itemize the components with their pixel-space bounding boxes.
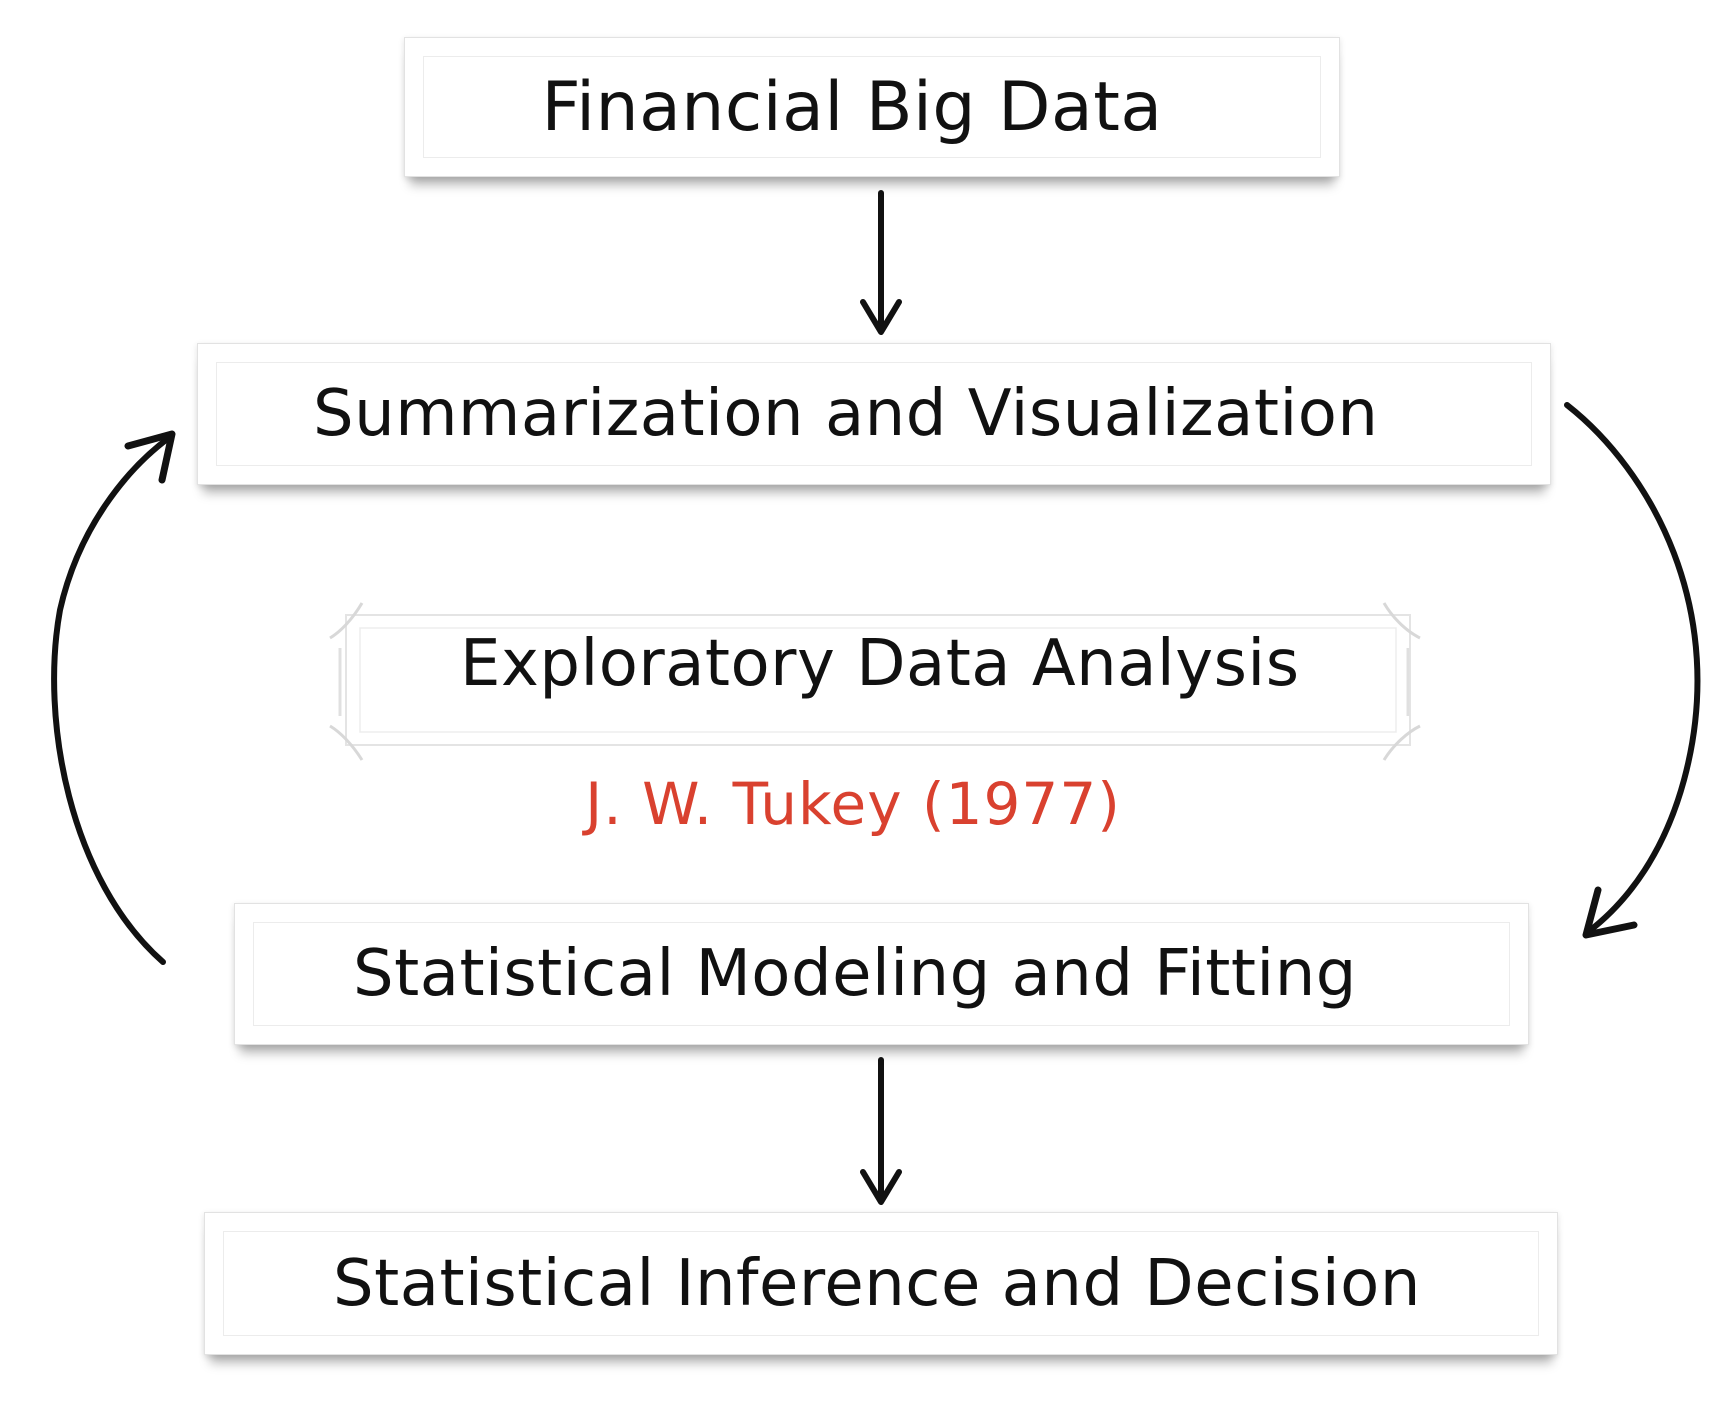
financial-big-data-box: Financial Big Data xyxy=(404,37,1340,177)
financial-big-data-label: Financial Big Data xyxy=(541,67,1163,147)
arrow-financial-to-summarization xyxy=(860,190,902,335)
box-inner-border xyxy=(423,56,1321,158)
box-inner-border xyxy=(216,362,1532,466)
box-inner-border xyxy=(253,922,1510,1026)
arrow-summarization-to-modeling xyxy=(1564,402,1701,939)
modeling-label: Statistical Modeling and Fitting xyxy=(353,937,1357,1011)
inference-label: Statistical Inference and Decision xyxy=(333,1246,1421,1321)
citation-label: J. W. Tukey (1977) xyxy=(585,770,1121,838)
eda-label: Exploratory Data Analysis xyxy=(460,627,1300,701)
box-inner-border xyxy=(223,1231,1539,1336)
summarization-label: Summarization and Visualization xyxy=(313,377,1379,451)
modeling-box: Statistical Modeling and Fitting xyxy=(234,903,1529,1045)
summarization-box: Summarization and Visualization xyxy=(197,343,1551,485)
inference-box: Statistical Inference and Decision xyxy=(204,1212,1558,1355)
arrow-modeling-to-summarization xyxy=(51,430,176,965)
arrow-modeling-to-inference xyxy=(860,1057,902,1205)
